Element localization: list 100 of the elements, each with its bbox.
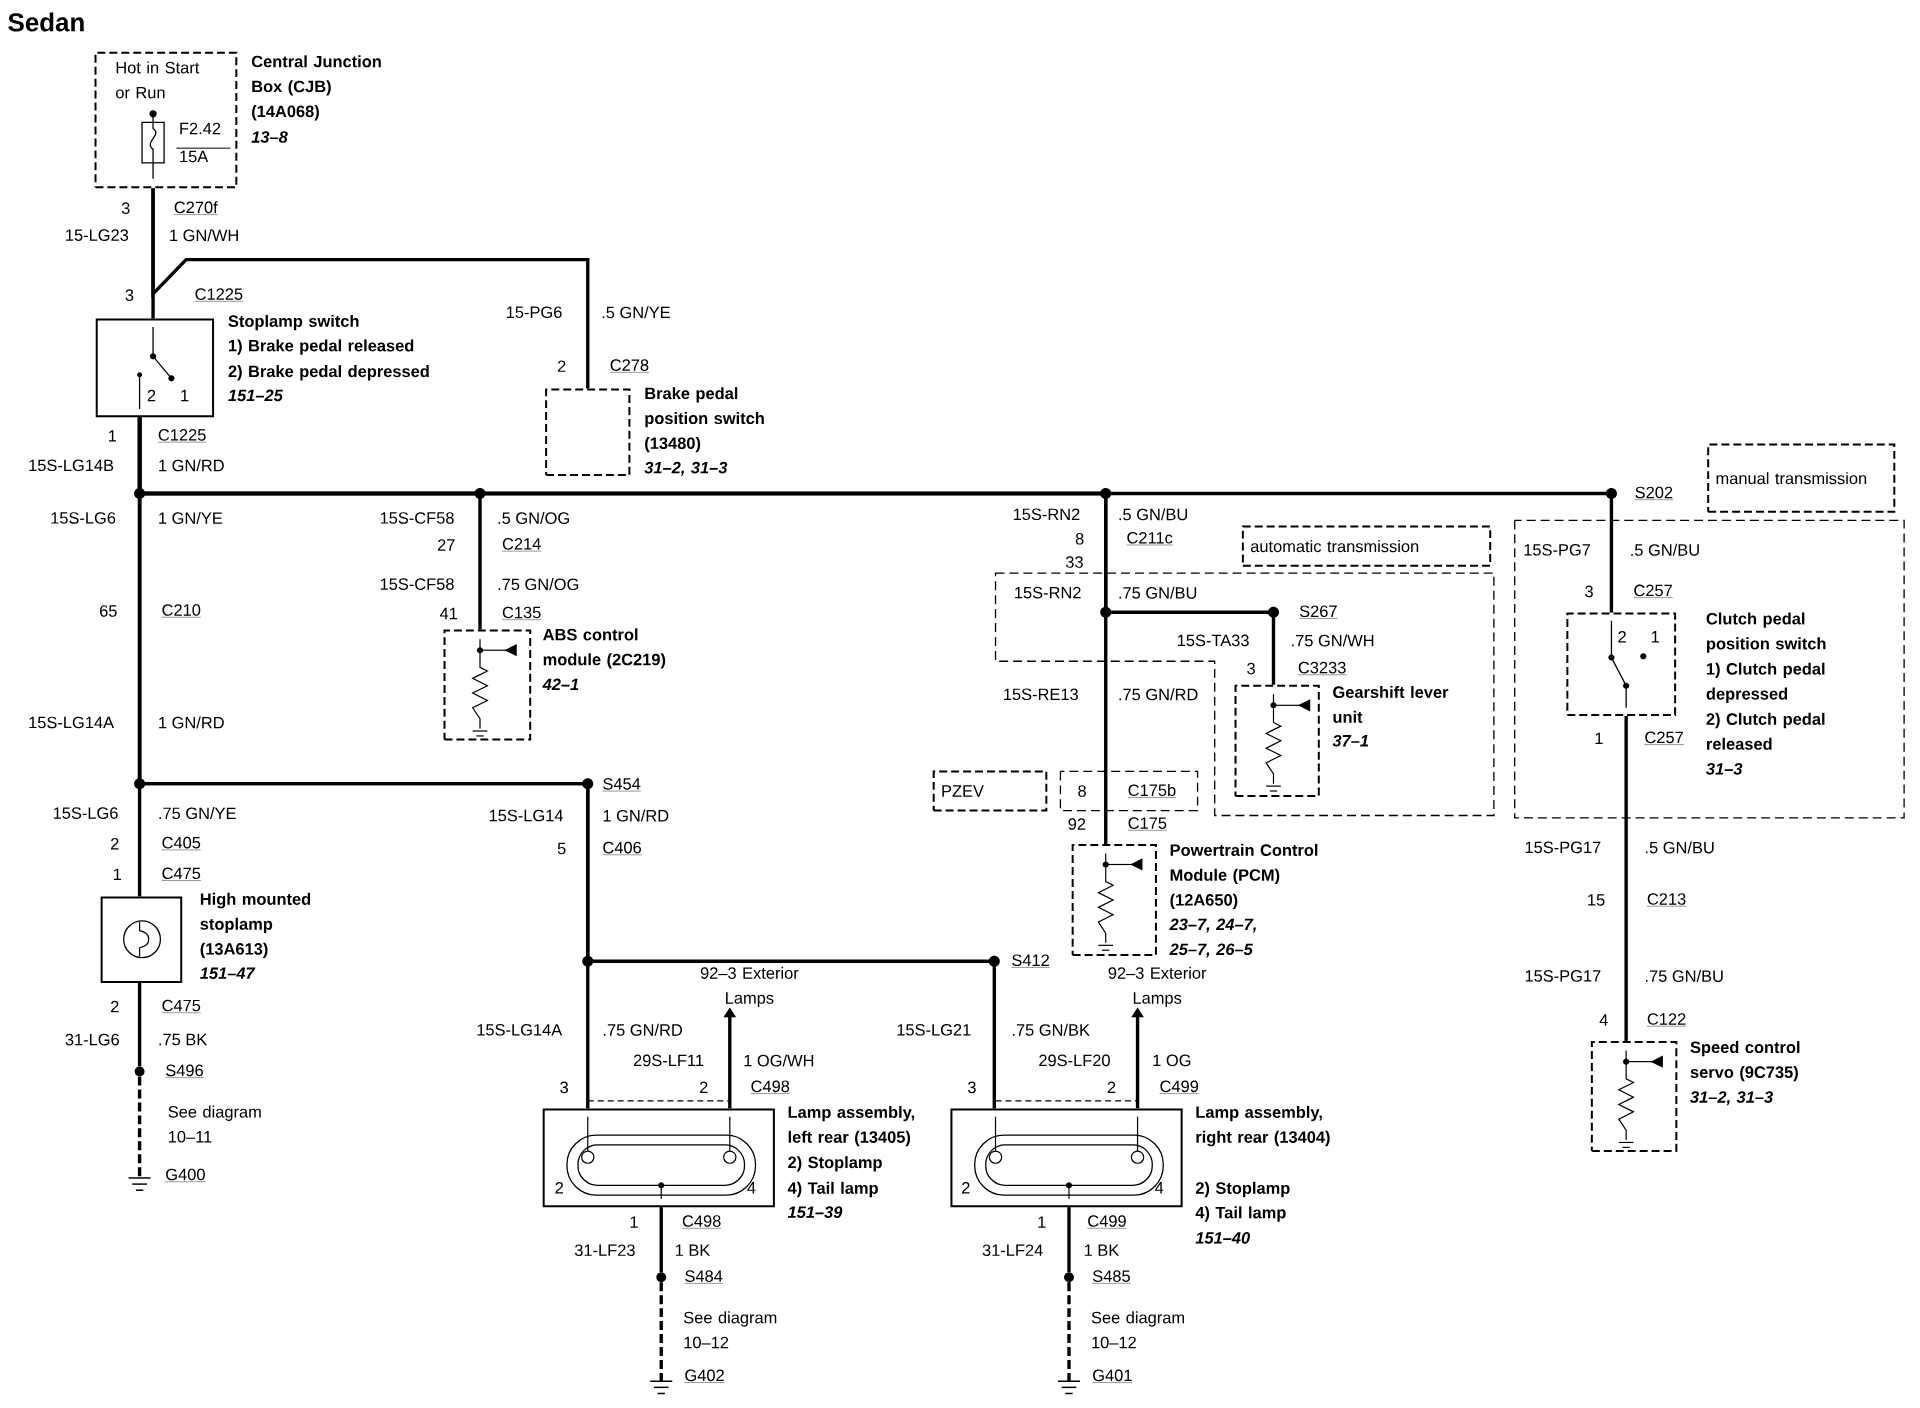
wire-label: .75 GN/WH [1292,634,1374,647]
wire-label: 15S-LG14B [29,459,114,472]
page-reference: 151–39 [787,1206,843,1218]
option-box: automatic transmission [1241,525,1492,567]
pin-number: 3 [967,1081,976,1094]
wire-label: .5 GN/BU [1631,543,1699,556]
wire-label: 15S-LG6 [53,807,118,819]
splice-label: S484 [684,1270,724,1284]
wire-label: .5 GN/OG [498,511,569,524]
splice-label: S202 [1634,486,1674,500]
connector-label: C499 [1159,1080,1200,1094]
component-label: Speed control servo (9C735) [1690,1040,1800,1082]
title: Sedan [8,12,84,32]
state-label: 2) Stoplamp [788,1156,882,1172]
pin-number: 2 [147,389,156,402]
connector-label: C475 [161,999,202,1013]
connector-label: C257 [1633,584,1673,598]
component-label: Brake pedal position switch (13480) [645,387,764,453]
page-reference: 42–1 [542,678,579,690]
wire-label: 15S-LG14A [29,716,114,729]
pin-number: 41 [439,607,458,620]
reference-label: 92–3 Exterior Lamps [1108,966,1207,1007]
state-label: 2) Stoplamp [1195,1181,1290,1198]
wire-label: 15S-PG7 [1524,543,1591,556]
wire-label: .75 GN/RD [603,1023,682,1036]
wire-label: .5 GN/BU [1646,841,1714,854]
component-label: ABS control module (2C219) [543,628,666,669]
wire-label: 31-LF24 [982,1244,1043,1256]
wire-label: 29S-LF11 [633,1054,704,1067]
wire-label: .75 GN/BU [1119,586,1197,599]
pin-number: 4 [1155,1182,1164,1194]
wire-label: 15S-RN2 [1013,508,1080,521]
pin-number: 2 [557,360,566,372]
pin-number: 1 [113,868,121,880]
connector-label: C475 [161,867,202,881]
component-label: Clutch pedal position switch [1706,612,1826,653]
splice-label: S496 [165,1064,204,1078]
wire-label: 15-PG6 [506,306,562,318]
component-label: Stoplamp switch [228,314,359,331]
pin-number: 33 [1065,556,1083,568]
wire [659,1207,663,1272]
wire-label: 1 OG/WH [744,1054,814,1067]
wire-label: 15S-TA33 [1177,634,1249,647]
ground-label: G402 [684,1369,725,1383]
splice-label: S485 [1092,1270,1131,1284]
connector-label: C210 [161,604,202,618]
pin-number: 2 [1107,1081,1116,1093]
component-label: Gearshift lever unit [1333,685,1449,723]
option-box: manual transmission [1707,443,1896,513]
wire [1624,716,1628,1041]
state-label: 2) Brake pedal depressed [228,365,429,381]
wire-label: .75 GN/YE [159,806,236,819]
reference-label: 92–3 Exterior Lamps [700,966,799,1007]
pin-number: 2 [1618,630,1626,643]
pin-number: 2 [111,1000,119,1013]
pin-number: 65 [100,605,117,617]
wire-label: 1 BK [675,1244,711,1256]
pin-number: 1 [1595,732,1603,744]
box-text: Hot in Start or Run [116,61,200,99]
component-label: Powertrain Control Module (PCM) (12A650) [1170,843,1318,909]
pin-number: 1 [1651,631,1659,643]
state-label: 4) Tail lamp [1195,1206,1286,1222]
pin-number: 4 [1599,1014,1608,1026]
pin-number: 3 [560,1081,568,1094]
connector-label: C278 [609,359,650,373]
wire [1067,1282,1071,1381]
pin-number: 27 [437,539,455,551]
wire-label: 31-LF23 [574,1244,635,1256]
connector-label: C405 [161,836,202,851]
wire-label: .75 GN/BU [1646,969,1723,982]
ground-label: G400 [165,1168,206,1182]
ground-label: G401 [1092,1369,1133,1383]
fuse-label: F2.42 [180,122,221,135]
wire [137,417,996,1109]
wire-label: 1 GN/WH [170,229,238,242]
page-reference: 31–2, 31–3 [644,461,728,476]
pin-number: 1 [630,1216,638,1228]
state-label: 4) Tail lamp [787,1181,878,1198]
connector-label: C498 [750,1080,791,1094]
pin-number: 2 [555,1181,563,1194]
fuse-rating: 15A [180,150,209,163]
connector-label: C499 [1087,1215,1127,1229]
connector-label: C498 [681,1215,722,1229]
pin-number: 3 [1585,585,1593,598]
wire-label: 15S-CF58 [380,512,454,524]
pin-number: 1 [181,389,189,402]
reference-note: See diagram 10–12 [684,1311,777,1349]
connector-label: C213 [1646,893,1687,907]
connector-label: C211c [1126,531,1173,546]
wire-label: 15S-RE13 [1004,688,1078,701]
wire [659,1282,663,1381]
page-reference: 37–1 [1332,734,1369,747]
pin-number: 1 [1038,1216,1046,1228]
wire-label: .5 GN/BU [1119,508,1187,521]
pin-number: 92 [1068,818,1086,830]
wire-label: .75 GN/BK [1012,1023,1090,1036]
reference-note: See diagram 10–11 [168,1105,261,1143]
wire-label: 1 GN/RD [159,459,224,472]
wire-label: 15S-PG17 [1525,970,1601,982]
pin-number: 8 [1075,532,1084,545]
